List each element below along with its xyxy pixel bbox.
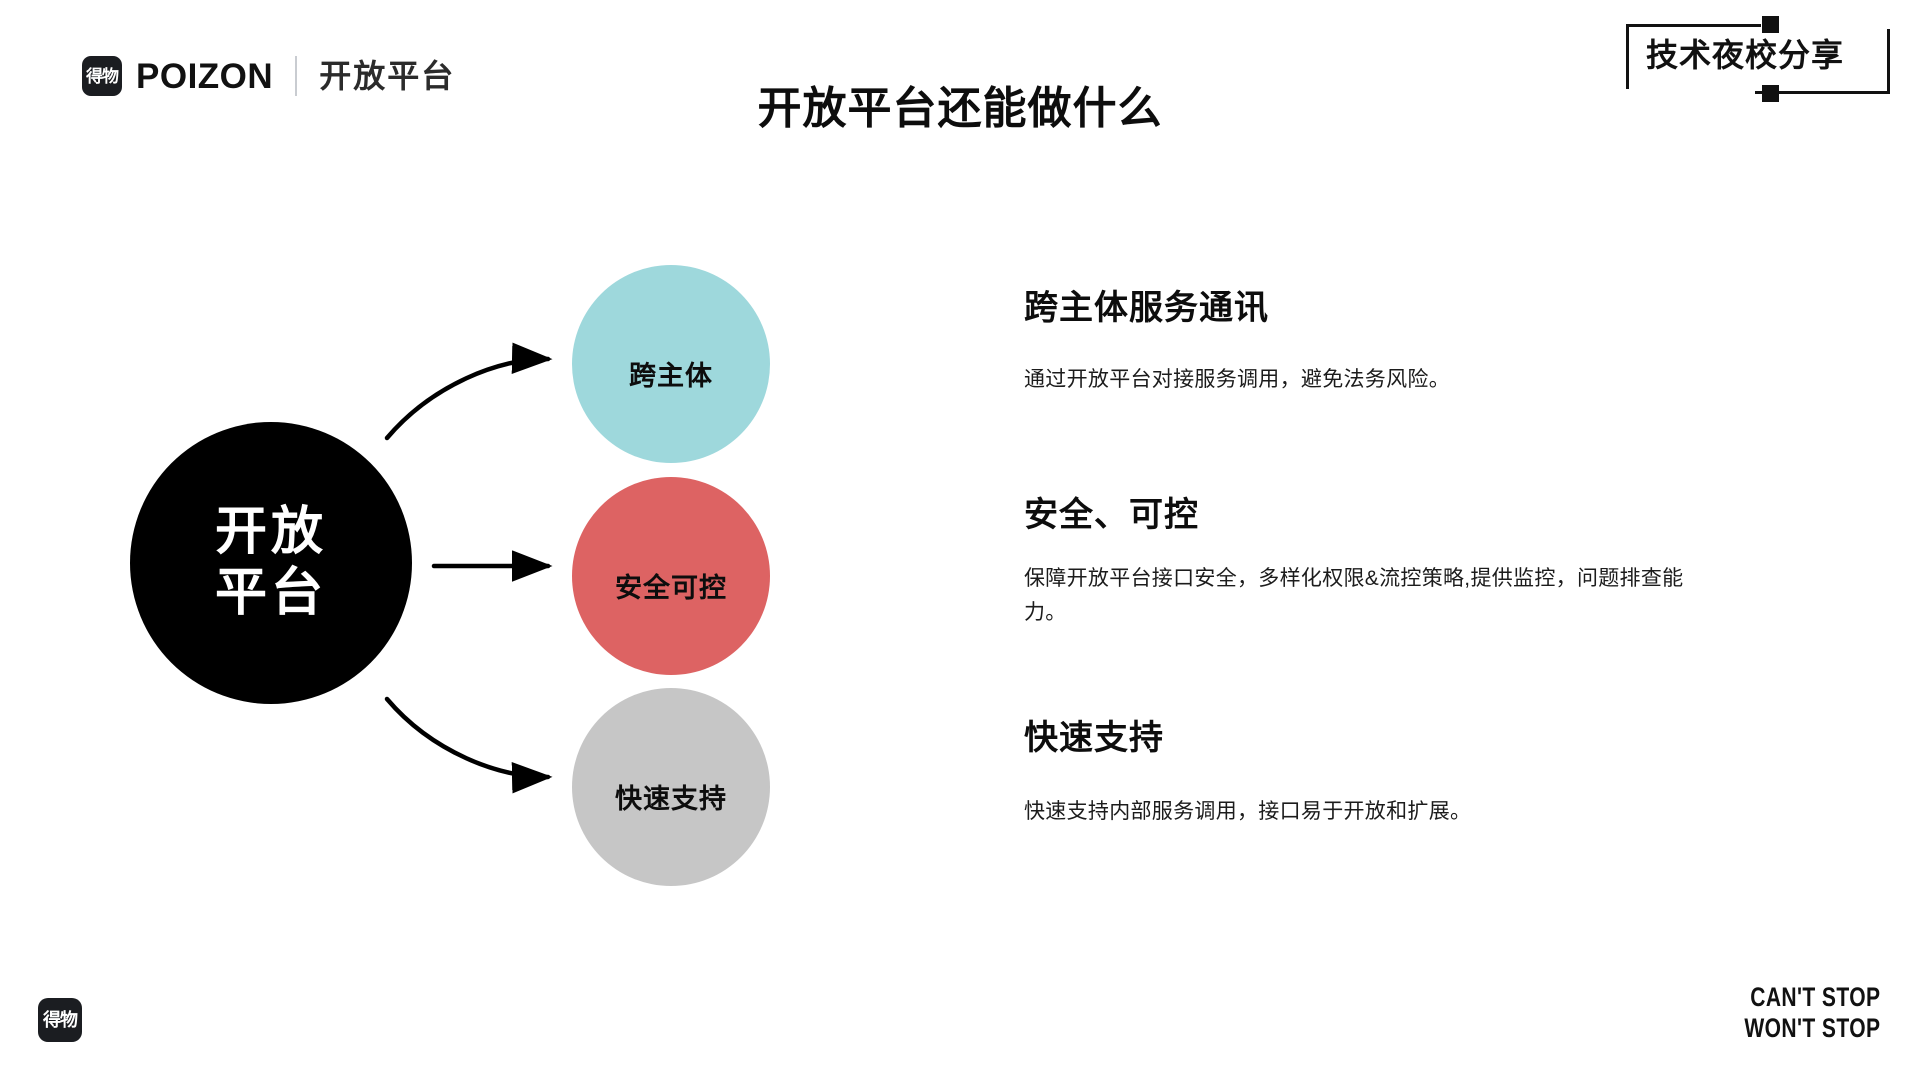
block-body: 通过开放平台对接服务调用，避免法务风险。 — [1024, 367, 1450, 391]
brand-wordmark: POIZON — [136, 56, 274, 96]
block-body: 快速支持内部服务调用，接口易于开放和扩展。 — [1024, 799, 1472, 823]
footer-tagline-line-2: WON'T STOP — [1743, 1012, 1880, 1043]
brand-lockup: 得物 POIZON 开放平台 — [82, 53, 455, 99]
hub-node-open-platform: 开放 平台 — [130, 422, 412, 704]
badge-square-top-icon — [1762, 16, 1779, 33]
content-block-fast-support: 快速支持 快速支持内部服务调用，接口易于开放和扩展。 — [1024, 718, 1724, 829]
diagram-node-cross-entity: 跨主体 — [572, 265, 770, 463]
connector-arrow-3 — [384, 696, 553, 794]
diagram-node-secure-controllable: 安全可控 — [572, 477, 770, 675]
bracket-top-left-icon — [1626, 24, 1761, 89]
bracket-bottom-right-icon — [1755, 29, 1890, 94]
badge-label: 技术夜校分享 — [1646, 37, 1845, 73]
connector-arrow-1 — [384, 342, 553, 441]
block-heading: 跨主体服务通讯 — [1024, 289, 1269, 327]
corner-badge: 技术夜校分享 — [1622, 14, 1894, 102]
hub-label-line-2: 平台 — [214, 564, 327, 622]
node-label: 快速支持 — [615, 783, 727, 814]
brand-divider — [295, 56, 298, 96]
block-heading: 快速支持 — [1024, 719, 1164, 757]
block-body: 保障开放平台接口安全，多样化权限&流控策略,提供监控，问题排查能力。 — [1024, 566, 1684, 624]
content-block-secure-controllable: 安全、可控 保障开放平台接口安全，多样化权限&流控策略,提供监控，问题排查能力。 — [1024, 495, 1724, 630]
hub-label-line-1: 开放 — [214, 502, 327, 561]
content-block-cross-entity: 跨主体服务通讯 通过开放平台对接服务调用，避免法务风险。 — [1024, 288, 1724, 397]
node-label: 跨主体 — [629, 360, 713, 391]
block-heading: 安全、可控 — [1024, 496, 1199, 534]
badge-square-bottom-icon — [1762, 85, 1779, 102]
poizon-app-icon: 得物 — [82, 56, 122, 96]
page-title: 开放平台还能做什么 — [757, 84, 1163, 134]
footer-app-icon: 得物 — [38, 998, 82, 1042]
node-label: 安全可控 — [615, 572, 727, 603]
brand-subtitle: 开放平台 — [319, 58, 456, 94]
footer-tagline-line-1: CAN'T STOP — [1749, 981, 1880, 1012]
diagram-node-fast-support: 快速支持 — [572, 688, 770, 886]
hub-and-spoke-diagram: 开放 平台 跨主体 安全可控 快速支持 — [130, 265, 770, 886]
footer-tagline: CAN'T STOP WON'T STOP — [1744, 982, 1880, 1044]
